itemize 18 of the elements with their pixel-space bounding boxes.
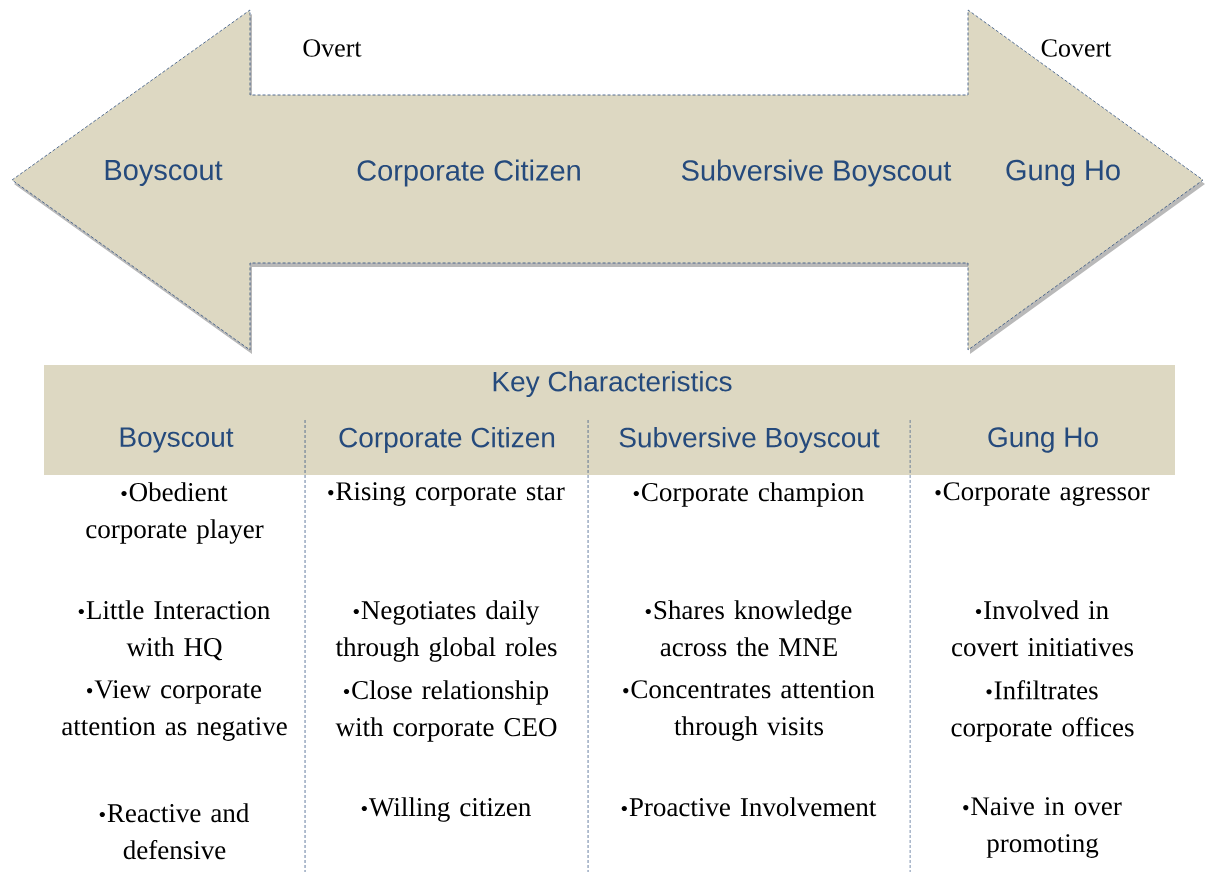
bullet-item: Rising corporate star bbox=[328, 482, 565, 506]
bullet-item: Naive in over promoting bbox=[963, 797, 1122, 858]
bullet-item: Negotiates daily through global roles bbox=[335, 600, 557, 662]
bullet-item: Corporate agressor bbox=[935, 482, 1150, 506]
bullet-item: Little Interaction with HQ bbox=[78, 600, 270, 661]
bullet-item: View corporate attention as negative bbox=[62, 680, 287, 741]
axis-label: Overt bbox=[303, 39, 362, 57]
bullet-item: Involved in covert initiatives bbox=[952, 600, 1134, 657]
bullet-item: Willing citizen bbox=[361, 797, 531, 822]
bullet-item: Proactive Involvement bbox=[621, 797, 877, 817]
axis-label: Covert bbox=[1041, 39, 1112, 57]
bullet-item: Close relationship with corporate CEO bbox=[335, 680, 557, 742]
bullet-item: Infiltrates corporate offices bbox=[951, 680, 1134, 742]
bullet-item: Reactive and defensive bbox=[99, 803, 249, 860]
bullet-item: Corporate champion bbox=[633, 482, 864, 507]
bullet-item: Concentrates attention through visits bbox=[623, 680, 875, 741]
bullet-item: Shares knowledge across the MNE bbox=[645, 600, 852, 657]
header-band: Key Characteristics Boyscout Corporate Citizen Subversive Boyscout Gung Ho bbox=[44, 365, 1175, 475]
